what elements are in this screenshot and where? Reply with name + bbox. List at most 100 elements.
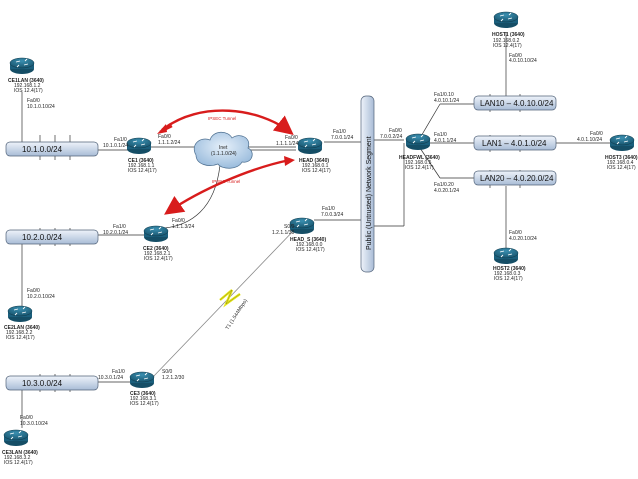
ce2-ios: IOS 12.4(17)	[144, 256, 173, 262]
router-ce2[interactable]	[143, 225, 169, 243]
router-icon	[143, 225, 169, 243]
ce3lan-ios: IOS 12.4(17)	[4, 460, 33, 466]
headfwl-fa10: Fa1/0.10	[434, 92, 454, 98]
ce1lan-if: Fa0/0	[27, 98, 40, 104]
ce3-fa10: Fa1/0	[112, 369, 125, 375]
ce1-fa10: Fa1/0	[114, 137, 127, 143]
ce3-name: CE3 (3640)	[130, 391, 156, 397]
ce2lan-name: CE2LAN (3640)	[4, 325, 40, 331]
ce1-name: CE1 (3640)	[128, 158, 154, 164]
ce1-fa00-ip: 1.1.1.2/24	[158, 140, 180, 146]
router-icon	[3, 429, 29, 447]
head-s-fa10-ip: 7.0.0.3/24	[321, 212, 343, 218]
ce1lan-ios: IOS 12.4(17)	[14, 88, 43, 94]
head-fa00-ip: 1.1.1.1/24	[276, 141, 298, 147]
head-s-name: HEAD_S (3640)	[290, 237, 326, 243]
host3-ip: 192.168.0.4	[607, 160, 634, 166]
router-icon	[609, 134, 635, 152]
router-icon	[126, 137, 152, 155]
headfwl-ios: IOS 12.4(17)	[405, 165, 434, 171]
router-icon	[493, 247, 519, 265]
ce2lan-ios: IOS 12.4(17)	[6, 335, 35, 341]
ce3lan-ifip: 10.3.0.10/24	[20, 421, 48, 427]
ce2lan-if: Fa0/0	[27, 288, 40, 294]
ce1-fa00: Fa0/0	[158, 134, 171, 140]
ce3lan-ip: 192.168.3.2	[4, 455, 31, 461]
head-fa10: Fa1/0	[333, 129, 346, 135]
head-s-s00-ip: 1.2.1.1/30	[272, 230, 294, 236]
ipsec-tunnel-2-label: IPSEC Tunnel	[212, 179, 240, 184]
public-segment: Public (Untrusted) Network Segment	[360, 95, 375, 273]
host2-ip: 192.168.0.3	[494, 271, 521, 277]
ce1lan-ifip: 10.1.0.10/24	[27, 104, 55, 110]
host1-name: HOST1 (3640)	[492, 32, 525, 38]
router-ce3lan[interactable]	[3, 429, 29, 447]
segment-10-3-label: 10.3.0.0/24	[22, 379, 63, 388]
headfwl-ip: 192.168.0.5	[405, 160, 432, 166]
ipsec-tunnel-2: IPSEC Tunnel	[164, 156, 295, 215]
ce2-fa10-ip: 10.2.0.1/24	[103, 230, 128, 236]
ce2lan-ip: 192.168.2.2	[6, 330, 33, 336]
router-icon	[405, 133, 431, 151]
headfwl-fa00-ip: 7.0.0.2/24	[380, 134, 402, 140]
headfwl-name: HEADFWL (3640)	[399, 155, 440, 161]
ce3lan-name: CE3LAN (3640)	[2, 450, 38, 456]
router-host2[interactable]	[493, 247, 519, 265]
cloud-label-2: (1.1.1.0/24)	[211, 151, 237, 157]
segment-10-2-label: 10.2.0.0/24	[22, 233, 63, 242]
ce2-fa00: Fa0/0	[172, 218, 185, 224]
router-headfwl[interactable]	[405, 133, 431, 151]
ce1-ip: 192.168.1.1	[128, 163, 155, 169]
host3-ifip: 4.0.1.10/24	[577, 137, 602, 143]
host2-ios: IOS 12.4(17)	[494, 276, 523, 282]
segment-lan10-label: LAN10 – 4.0.10.0/24	[480, 99, 554, 108]
host2-name: HOST2 (3640)	[493, 266, 526, 272]
head-s-ios: IOS 12.4(17)	[296, 247, 325, 253]
head-ios: IOS 12.4(17)	[302, 168, 331, 174]
ce2-name: CE2 (3640)	[143, 246, 169, 252]
head-s-s00: S0/0	[284, 224, 295, 230]
ce3-fa10-ip: 10.3.0.1/24	[98, 375, 123, 381]
router-ce1[interactable]	[126, 137, 152, 155]
ce3-ip: 192.168.3.1	[130, 396, 157, 402]
headfwl-fa1: Fa1/0	[434, 132, 447, 138]
host1-ios: IOS 12.4(17)	[493, 43, 522, 49]
router-ce1lan[interactable]	[9, 57, 35, 75]
ce2-ip: 192.168.2.1	[144, 251, 171, 257]
ce2lan-ifip: 10.2.0.10/24	[27, 294, 55, 300]
ipsec-tunnel-1-label: IPSEC Tunnel	[208, 116, 236, 121]
ce1-fa10-ip: 10.1.0.1/24	[103, 143, 128, 149]
router-head[interactable]	[297, 137, 323, 155]
head-s-ip: 192.168.0.0	[296, 242, 323, 248]
segment-10-1-label: 10.1.0.0/24	[22, 145, 63, 154]
segment-10-3: 10.3.0.0/24	[5, 375, 99, 391]
head-s-fa10: Fa1/0	[322, 206, 335, 212]
host1-ip: 192.168.0.2	[493, 38, 520, 44]
host3-ios: IOS 12.4(17)	[607, 165, 636, 171]
cloud-label-1: Inet	[219, 145, 228, 151]
host3-if: Fa0/0	[590, 131, 603, 137]
segment-lan20: LAN20 – 4.0.20.0/24	[473, 170, 557, 186]
public-segment-label: Public (Untrusted) Network Segment	[366, 136, 373, 250]
router-host1[interactable]	[493, 11, 519, 29]
host2-if: Fa0/0	[509, 230, 522, 236]
internet-cloud: Inet (1.1.1.0/24)	[193, 131, 253, 169]
segment-10-2: 10.2.0.0/24	[5, 229, 99, 245]
router-icon	[297, 137, 323, 155]
serial-link: T1 (1.544Mbps)	[151, 225, 299, 379]
router-ce3[interactable]	[129, 371, 155, 389]
ce2-fa10: Fa1/0	[113, 224, 126, 230]
router-ce2lan[interactable]	[7, 305, 33, 323]
router-icon	[9, 57, 35, 75]
segment-lan10: LAN10 – 4.0.10.0/24	[473, 95, 557, 111]
ce3lan-if: Fa0/0	[20, 415, 33, 421]
head-fa10-ip: 7.0.0.1/24	[331, 135, 353, 141]
segment-lan1-label: LAN1 – 4.0.1.0/24	[482, 139, 547, 148]
router-host3[interactable]	[609, 134, 635, 152]
headfwl-fa20-ip: 4.0.20.1/24	[434, 188, 459, 194]
ce3-s00: S0/0	[162, 369, 173, 375]
head-name: HEAD (3640)	[299, 158, 329, 164]
ce1lan-name: CE1LAN (3640)	[8, 78, 44, 84]
ce1lan-ip: 192.168.1.2	[14, 83, 41, 89]
headfwl-fa20: Fa1/0.20	[434, 182, 454, 188]
